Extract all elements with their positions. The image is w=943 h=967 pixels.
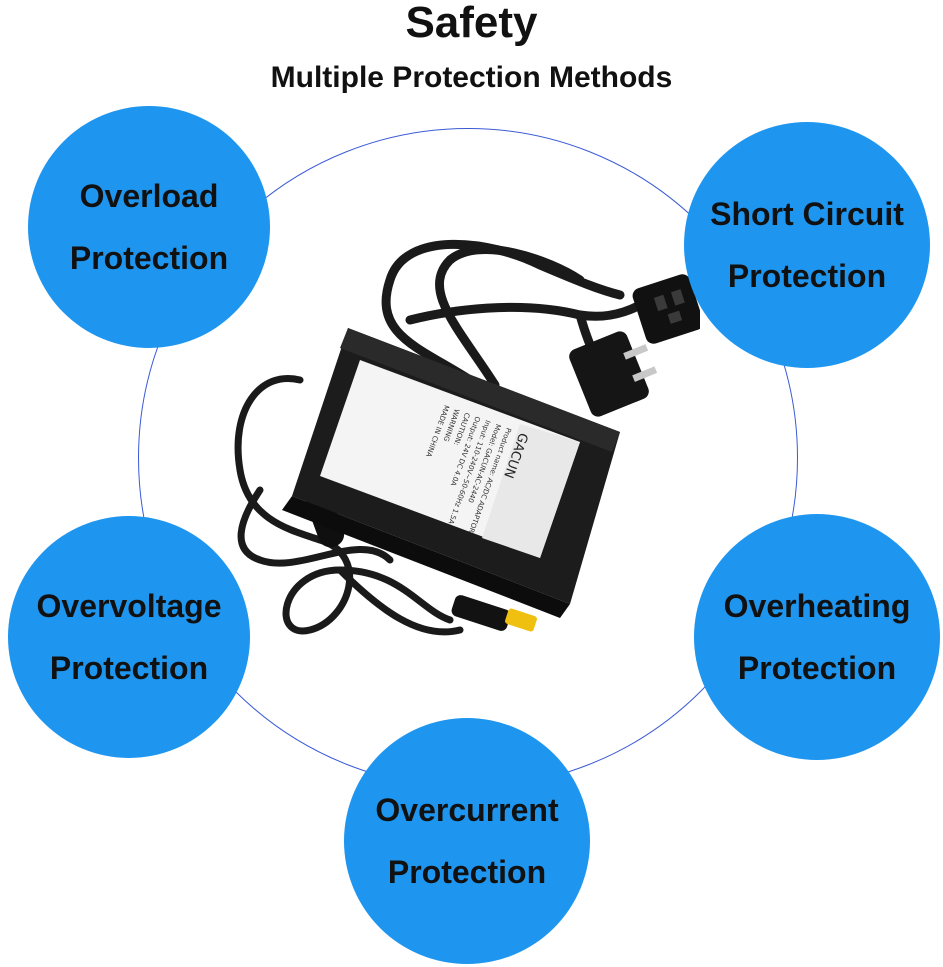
wall-plug [569, 331, 658, 417]
page-title: Safety [405, 0, 538, 47]
badge-line-1: Overcurrent [375, 792, 559, 828]
dc-plug [451, 595, 537, 632]
badge-overheating-protection: Overheating Protection [694, 514, 940, 760]
badge-line-1: Overload [79, 178, 219, 214]
badge-line-2: Protection [49, 650, 209, 686]
badge-line-1: Overvoltage [36, 588, 222, 624]
badge-line-2: Protection [727, 258, 887, 294]
page-subtitle: Multiple Protection Methods [270, 61, 673, 94]
badge-line-2: Protection [69, 240, 229, 276]
iec-connector [632, 274, 700, 344]
badge-line-2: Protection [387, 854, 547, 890]
badge-line-2: Protection [737, 650, 897, 686]
badge-line-1: Overheating [723, 588, 911, 624]
badge-overvoltage-protection: Overvoltage Protection [8, 516, 250, 758]
badge-short-circuit-protection: Short Circuit Protection [684, 122, 930, 368]
badge-overcurrent-protection: Overcurrent Protection [344, 718, 590, 964]
dc-cord [234, 375, 464, 636]
adapter-body [282, 328, 620, 618]
badge-line-1: Short Circuit [710, 196, 904, 232]
badge-overload-protection: Overload Protection [28, 106, 270, 348]
